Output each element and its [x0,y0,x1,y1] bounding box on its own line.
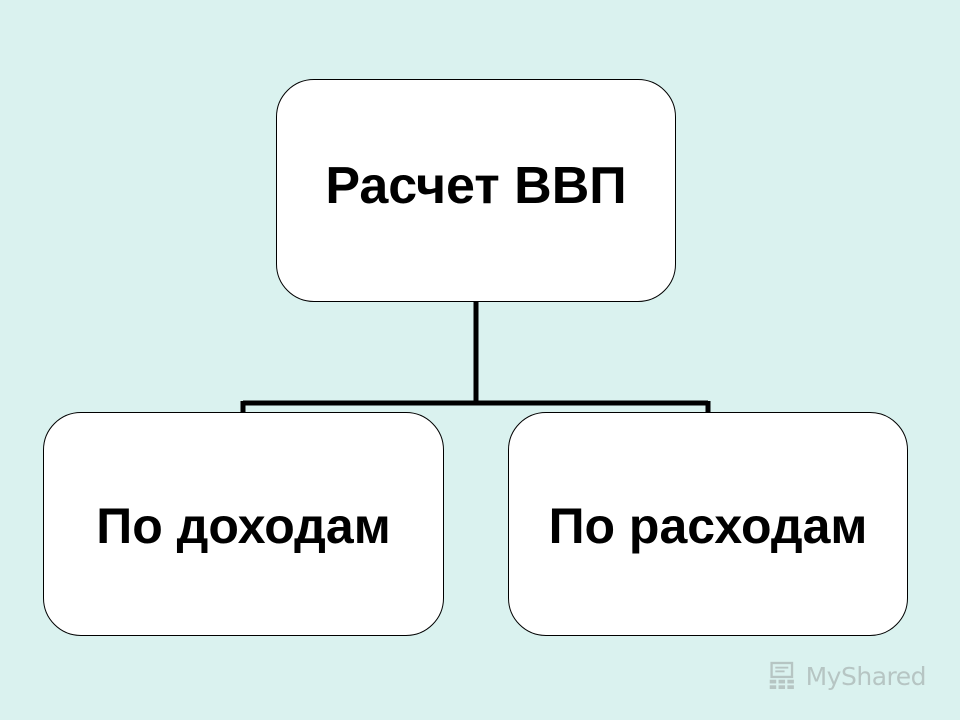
classroom-icon [769,661,794,690]
child-node-expenditure: По расходам [508,412,908,636]
root-node: Расчет ВВП [276,79,676,302]
child-node-income: По доходам [43,412,444,636]
watermark-logo: MyShared [766,656,927,696]
child-node-income-label: По доходам [96,498,391,554]
child-node-expenditure-label: По расходам [548,498,868,554]
root-node-label: Расчет ВВП [325,156,627,215]
watermark-text: MyShared [805,661,927,691]
